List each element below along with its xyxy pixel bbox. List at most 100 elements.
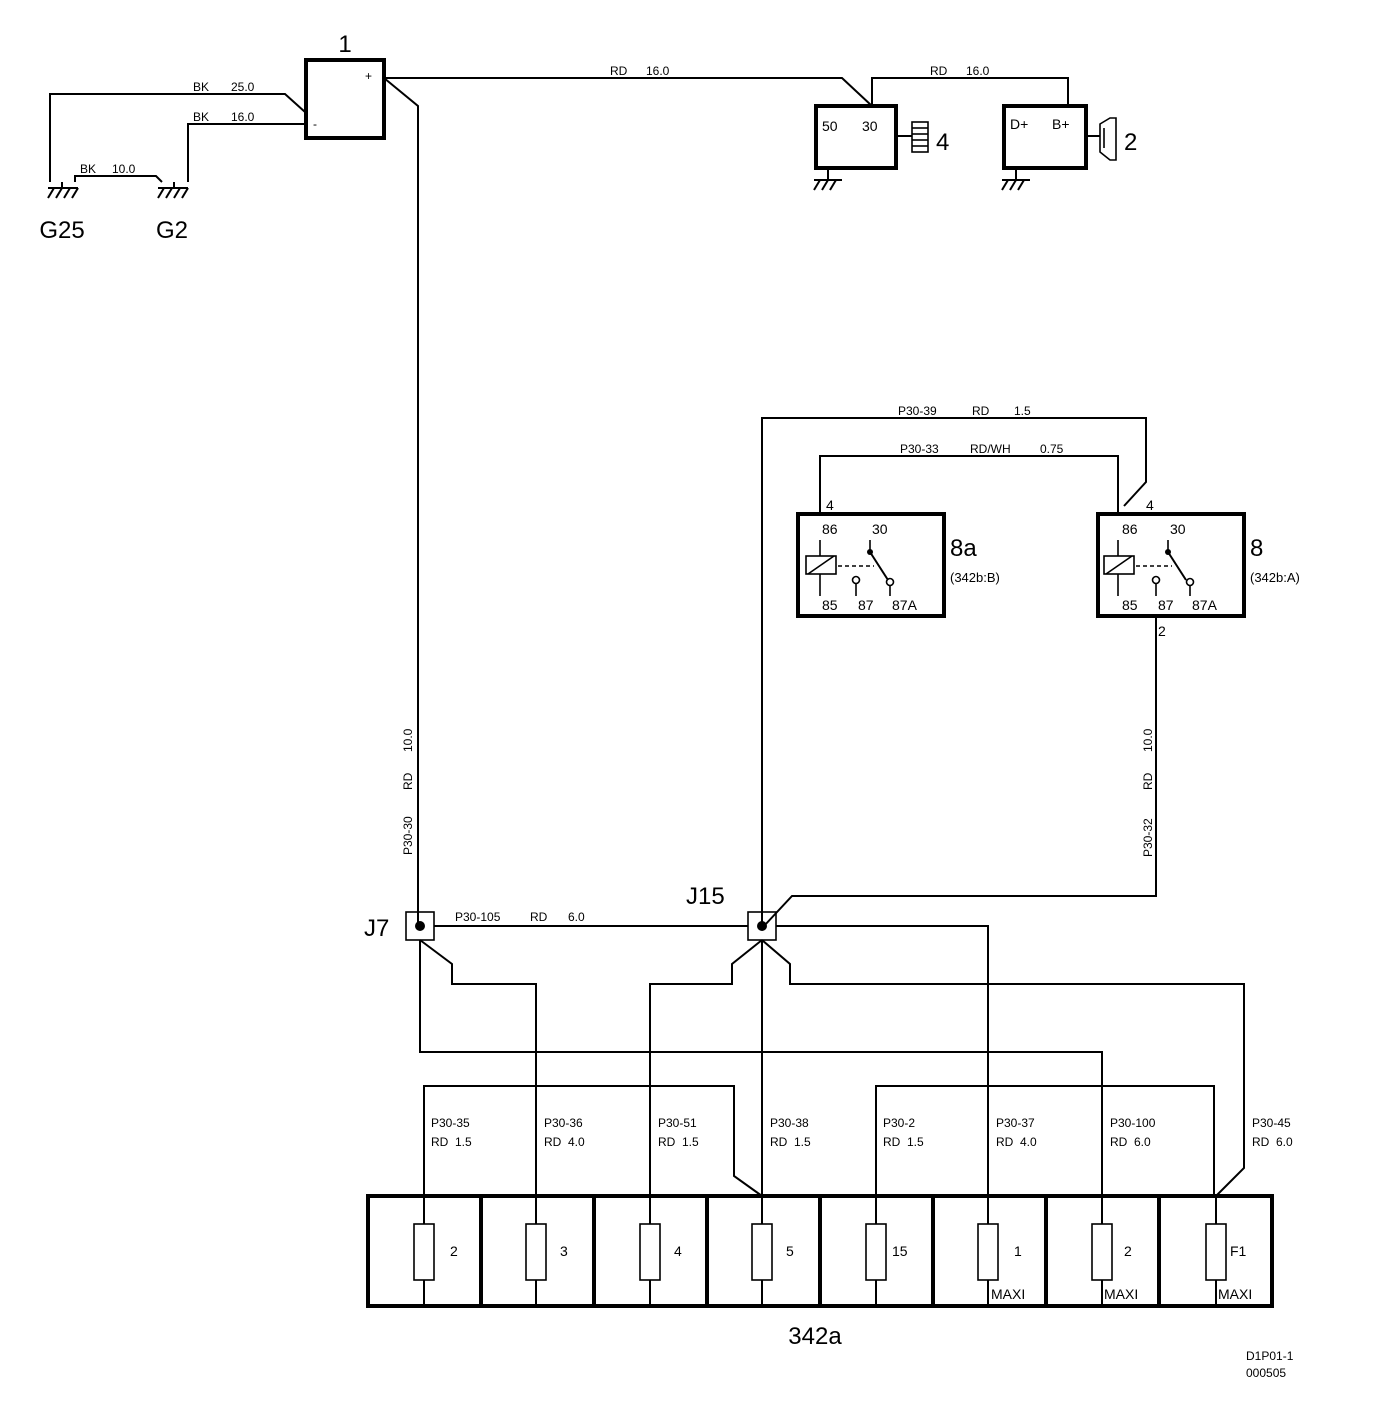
- battery-id: 1: [338, 31, 351, 58]
- alternator-id: 2: [1124, 129, 1137, 156]
- alternator-pin-b: B+: [1052, 116, 1070, 132]
- fuse-number: 1: [1014, 1243, 1022, 1259]
- feed-label-code: P30-51: [658, 1116, 697, 1130]
- fuse-3: 3: [525, 1196, 568, 1306]
- feed-label-spec: RD 1.5: [770, 1135, 811, 1149]
- relay-8a-coil-icon: [805, 555, 837, 575]
- junction-j15-label: J15: [686, 883, 725, 910]
- relay-8-conn-top: 4: [1146, 497, 1154, 513]
- starter-pin30: 30: [862, 118, 878, 134]
- fuse-maxi-1: 1 MAXI: [977, 1196, 1025, 1306]
- starter: 50 30 4: [813, 104, 949, 191]
- feed-label-spec: RD 1.5: [658, 1135, 699, 1149]
- fuse-number: F1: [1230, 1243, 1247, 1259]
- fuse-type: MAXI: [1218, 1286, 1252, 1302]
- fuse-number: 4: [674, 1243, 682, 1259]
- relay-8-pin87a: 87A: [1192, 597, 1218, 613]
- fuse-number: 5: [786, 1243, 794, 1259]
- relay-8-conn-bottom: 2: [1158, 623, 1166, 639]
- junction-j7-label: J7: [364, 915, 389, 942]
- fuse-5: 5: [751, 1196, 794, 1306]
- wire-p30-39-code: P30-39: [898, 404, 937, 418]
- feed-label-code: P30-2: [883, 1116, 915, 1130]
- feed-label-code: P30-100: [1110, 1116, 1156, 1130]
- ground-g2: G2: [156, 182, 189, 244]
- starter-pin50: 50: [822, 118, 838, 134]
- fuse-maxi-2: 2 MAXI: [1091, 1196, 1138, 1306]
- fuse-number: 2: [450, 1243, 458, 1259]
- relay-8a-conn: 4: [826, 497, 834, 513]
- relay-8a-pin86: 86: [822, 521, 838, 537]
- feed-label-code: P30-36: [544, 1116, 583, 1130]
- wire-p30-105-code: P30-105: [455, 910, 501, 924]
- wire-g25-g2-color: BK: [80, 162, 96, 176]
- wire-p30-30-size: 10.0: [401, 728, 415, 752]
- wire-bat-starter: RD 16.0: [384, 64, 873, 107]
- wire-p30-105-color: RD: [530, 910, 548, 924]
- fuse-number: 2: [1124, 1243, 1132, 1259]
- feed-label-spec: RD 6.0: [1252, 1135, 1293, 1149]
- relay-8a-pin30: 30: [872, 521, 888, 537]
- battery: 1 + -: [304, 31, 386, 140]
- relay-8-pin30: 30: [1170, 521, 1186, 537]
- wire-p30-30-color: RD: [401, 772, 415, 790]
- relay-8-pin85: 85: [1122, 597, 1138, 613]
- wire-p30-30-code: P30-30: [401, 816, 415, 855]
- starter-id: 4: [936, 129, 949, 156]
- fuse-4: 4: [639, 1196, 682, 1306]
- fuse-2: 2: [413, 1196, 458, 1306]
- relay-8-pin86: 86: [1122, 521, 1138, 537]
- relay-8-switch-icon: [1167, 551, 1187, 581]
- alternator: D+ B+ 2: [1001, 104, 1137, 191]
- wire-p30-32-color: RD: [1141, 772, 1155, 790]
- relay-8a-switch-icon: [869, 551, 889, 581]
- ground-g2-label: G2: [156, 217, 188, 244]
- wire-bat-starter-color: RD: [610, 64, 628, 78]
- relay-8: 4 86 30 85 87 87A 8 (342b:A) 2: [1096, 497, 1300, 639]
- feed-label-spec: RD 4.0: [996, 1135, 1037, 1149]
- alternator-icon: [1099, 117, 1117, 161]
- fusebox-id: 342a: [788, 1323, 842, 1350]
- wire-bat-starter-size: 16.0: [646, 64, 670, 78]
- wire-starter-alt: RD 16.0: [871, 64, 1069, 106]
- wire-g25-g2-size: 10.0: [112, 162, 136, 176]
- wire-p30-30: P30-30 RD 10.0: [383, 77, 419, 926]
- relay-8a-pin87a: 87A: [892, 597, 918, 613]
- junction-j7: J7: [364, 911, 435, 942]
- alternator-pin-d: D+: [1010, 116, 1028, 132]
- fuse-feed-wires: [419, 939, 1245, 1197]
- feed-label-code: P30-45: [1252, 1116, 1291, 1130]
- wire-p30-33: P30-33 RD/WH 0.75: [819, 442, 1119, 514]
- footer-code: D1P01-1: [1246, 1349, 1294, 1363]
- ground-g25-label: G25: [39, 217, 84, 244]
- battery-minus: -: [313, 117, 317, 131]
- feed-label-code: P30-38: [770, 1116, 809, 1130]
- wire-p30-32: P30-32 RD 10.0: [763, 616, 1157, 927]
- wire-bat-g25-color: BK: [193, 80, 209, 94]
- feed-label-spec: RD 1.5: [431, 1135, 472, 1149]
- ground-g25: G25: [39, 182, 85, 244]
- relay-8-coil-icon: [1103, 555, 1135, 575]
- wire-bat-g25-size: 25.0: [231, 80, 255, 94]
- wire-starter-alt-size: 16.0: [966, 64, 990, 78]
- wire-p30-32-code: P30-32: [1141, 818, 1155, 857]
- feed-label-code: P30-35: [431, 1116, 470, 1130]
- wire-p30-33-code: P30-33: [900, 442, 939, 456]
- wire-p30-39-size: 1.5: [1014, 404, 1031, 418]
- footer-date: 000505: [1246, 1366, 1286, 1380]
- relay-8a: 4 86 30 85 87 87A 8a (342b:B): [796, 497, 1000, 618]
- fuse-maxi-f1: F1 MAXI: [1205, 1196, 1252, 1306]
- junction-j15: J15: [686, 883, 777, 941]
- starter-motor-icon: [911, 121, 929, 153]
- relay-8-pin87: 87: [1158, 597, 1174, 613]
- relay-8a-id: 8a: [950, 535, 977, 562]
- relay-8-ref: (342b:A): [1250, 570, 1300, 585]
- wire-p30-39: P30-39 RD 1.5: [761, 404, 1147, 926]
- battery-plus: +: [365, 69, 372, 83]
- relay-8a-ref: (342b:B): [950, 570, 1000, 585]
- relay-8a-pin85: 85: [822, 597, 838, 613]
- wire-bat-g2-size: 16.0: [231, 110, 255, 124]
- wire-p30-33-size: 0.75: [1040, 442, 1064, 456]
- wire-starter-alt-color: RD: [930, 64, 948, 78]
